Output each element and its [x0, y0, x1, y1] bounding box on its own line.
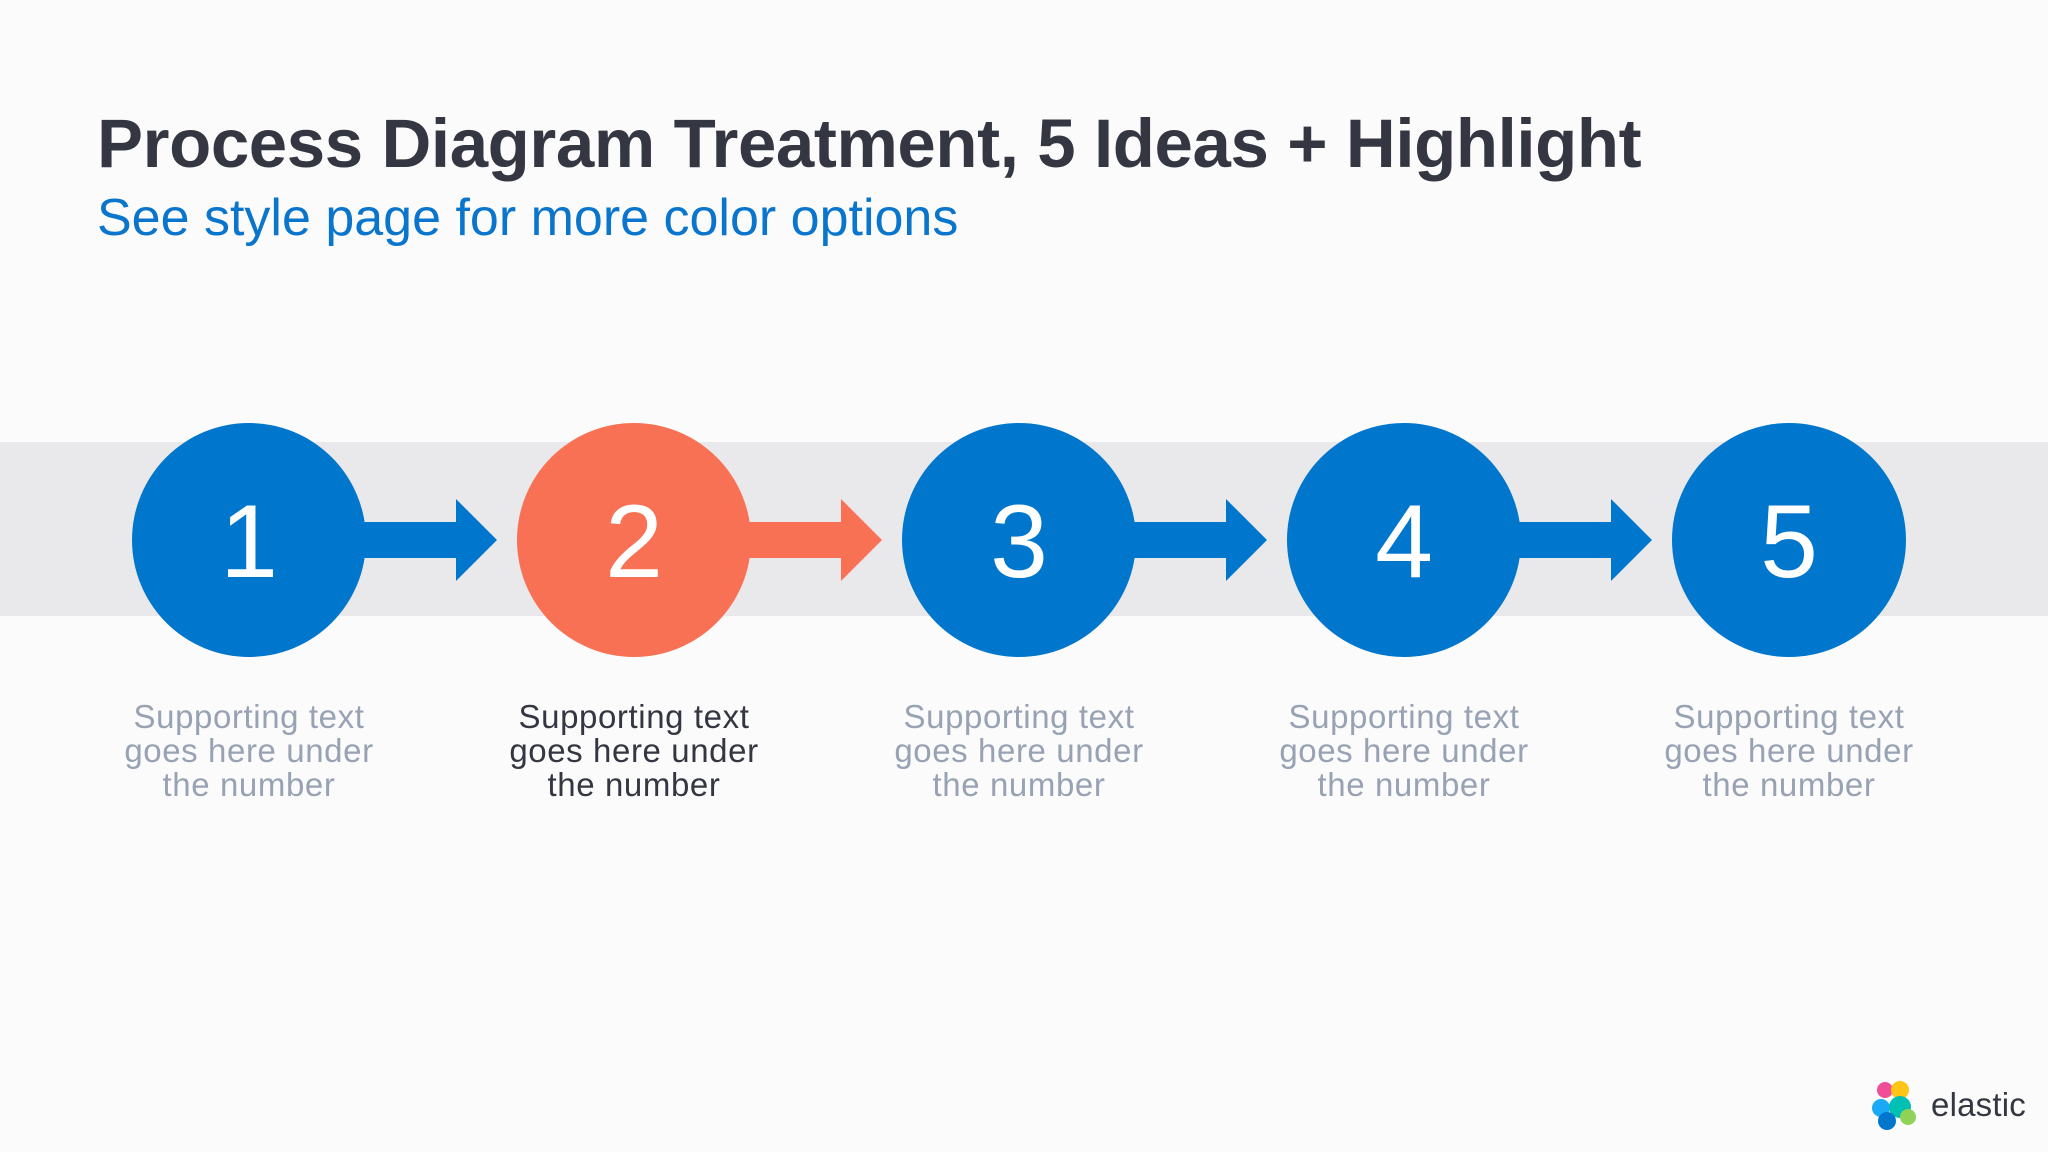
step-3-arrow	[1109, 499, 1267, 581]
slide-subtitle: See style page for more color options	[97, 189, 959, 247]
step-4-circle	[1287, 423, 1521, 657]
elastic-logo-icon	[1872, 1081, 1917, 1130]
step-1-supporting-line-2: goes here under	[124, 732, 374, 769]
step-2-supporting-line-1: Supporting text	[518, 698, 750, 735]
step-1-supporting-line-3: the number	[162, 766, 336, 803]
step-1-supporting-line-1: Supporting text	[133, 698, 365, 735]
step-5-supporting-line-1: Supporting text	[1673, 698, 1905, 735]
step-1-arrow	[339, 499, 497, 581]
step-2-arrow	[724, 499, 882, 581]
elastic-brand: elastic	[1869, 1078, 2026, 1132]
step-3-number: 3	[990, 484, 1048, 600]
step-1-number: 1	[220, 484, 278, 600]
step-4-supporting-line-3: the number	[1317, 766, 1491, 803]
step-3-supporting-line-1: Supporting text	[903, 698, 1135, 735]
step-4-supporting-line-1: Supporting text	[1288, 698, 1520, 735]
step-2-supporting-line-2: goes here under	[509, 732, 759, 769]
step-2-number: 2	[605, 484, 663, 600]
step-2-circle	[517, 423, 751, 657]
step-5-circle	[1672, 423, 1906, 657]
step-2-supporting-line-3: the number	[547, 766, 721, 803]
elastic-wordmark: elastic	[1931, 1086, 2026, 1123]
step-4-arrow	[1494, 499, 1652, 581]
step-3-circle	[902, 423, 1136, 657]
step-5-number: 5	[1760, 484, 1818, 600]
step-3-supporting-line-3: the number	[932, 766, 1106, 803]
step-1-circle	[132, 423, 366, 657]
step-4-supporting-line-2: goes here under	[1279, 732, 1529, 769]
step-5-supporting-line-2: goes here under	[1664, 732, 1914, 769]
step-4-number: 4	[1375, 484, 1433, 600]
step-5-supporting-line-3: the number	[1702, 766, 1876, 803]
slide-title: Process Diagram Treatment, 5 Ideas + Hig…	[97, 105, 1642, 182]
step-3-supporting-line-2: goes here under	[894, 732, 1144, 769]
